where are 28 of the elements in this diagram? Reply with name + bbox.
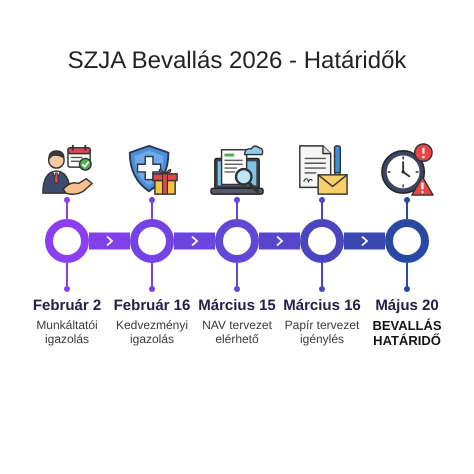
timeline-arrow [174,232,215,250]
date-label: Május 20 [375,297,439,315]
timeline-arrow [344,232,385,250]
timeline-ring [385,219,429,263]
date-label: Március 16 [283,297,361,315]
milestone-description: NAV tervezet elérhető [201,318,273,346]
milestone-description: Papír tervezet igénylés [284,318,360,346]
date-label: Február 16 [114,297,190,315]
timeline-arrow [259,232,300,250]
timeline-ring [45,219,89,263]
connector-line [234,197,240,219]
timeline-ring [130,219,174,263]
timeline-ring [300,219,344,263]
deadline-label: BEVALLÁS HATÁRIDŐ [372,318,442,348]
timeline-arrow [89,232,130,250]
connector-line [149,197,155,219]
timeline-ring [215,219,259,263]
connector-line [404,197,410,219]
connector-line [319,197,325,219]
connector-line [64,197,70,219]
diagram-title: SZJA Bevallás 2026 - Határidők [66,46,408,76]
businessman-calendar-icon [40,143,94,197]
milestone-description: Munkáltatói igazolás [35,318,99,346]
milestone-description: Kedvezményi igazolás [114,318,190,346]
date-label: Február 2 [32,297,102,315]
laptop-document-icon [210,143,264,197]
date-label: Március 15 [198,297,276,315]
clock-warning-icon [380,143,434,197]
